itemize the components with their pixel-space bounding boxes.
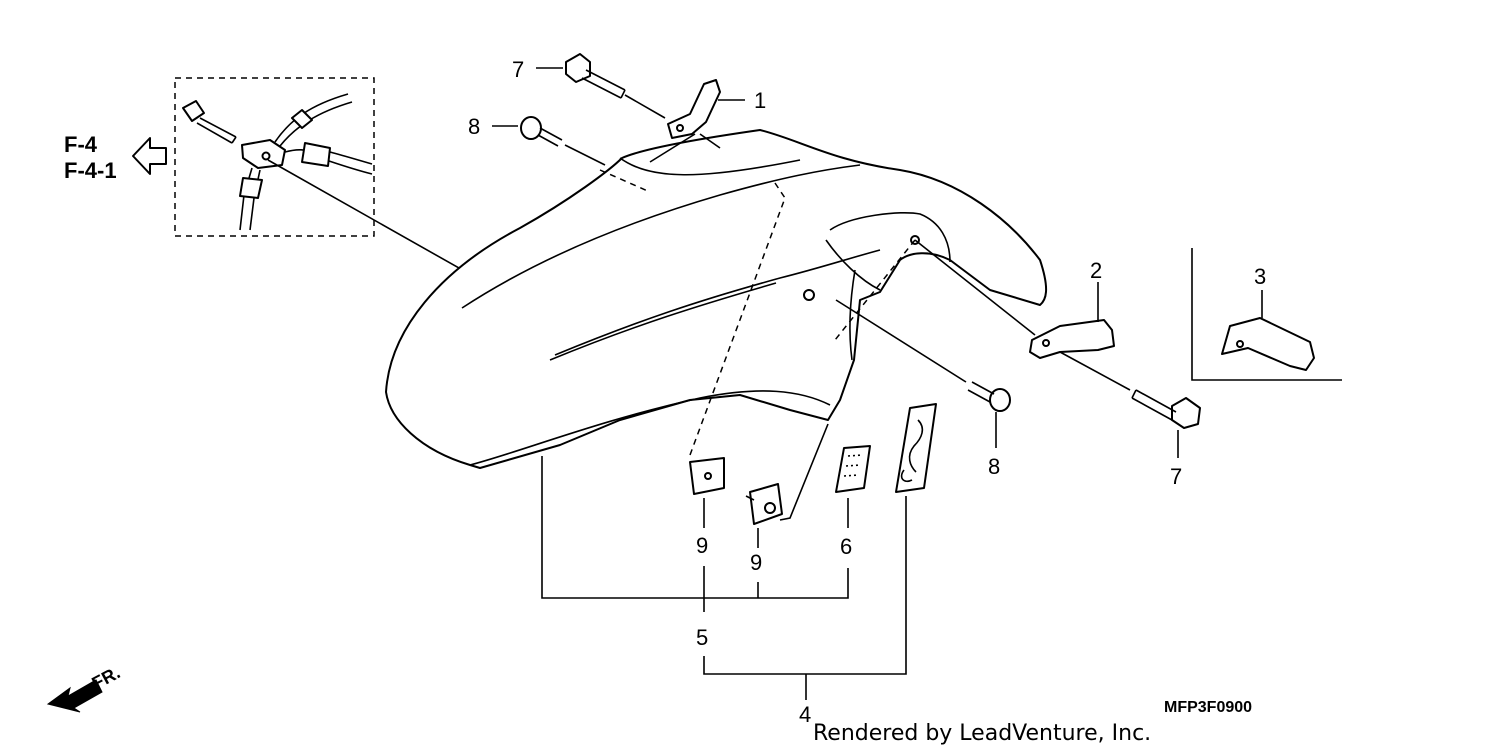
fender-hole-icon	[803, 289, 815, 301]
callout-9-left: 9	[696, 533, 708, 558]
reference-f4-1: F-4-1	[64, 158, 117, 183]
reference-f4: F-4	[64, 132, 98, 157]
reference-arrow-icon	[132, 137, 167, 175]
callout-8-right: 8	[988, 454, 1000, 479]
part-4-decal-icon	[895, 403, 937, 493]
front-direction-arrow-icon	[46, 679, 103, 713]
part-8-bolt-right-icon	[967, 381, 1011, 412]
callout-3: 3	[1254, 264, 1266, 289]
part-7-bolt-right-icon	[1131, 389, 1201, 429]
part-9-nut-right-icon	[749, 483, 783, 525]
callout-1: 1	[754, 88, 766, 113]
part-3-inset-frame	[1191, 248, 1342, 381]
callout-7-right: 7	[1170, 464, 1182, 489]
callout-7-top: 7	[512, 57, 524, 82]
callout-4: 4	[799, 702, 811, 727]
part-8-bolt-top-icon	[520, 116, 563, 147]
credit-text: Rendered by LeadVenture, Inc.	[813, 721, 1151, 746]
callout-6: 6	[840, 534, 852, 559]
hose-clamp-bolt-icon	[182, 100, 237, 144]
callout-5: 5	[696, 625, 708, 650]
part-2-bracket-icon	[1029, 319, 1115, 359]
part-9-nut-left-icon	[689, 457, 725, 495]
brake-hose-icon	[239, 93, 373, 231]
callout-8-top: 8	[468, 114, 480, 139]
part-1-bracket-icon	[667, 79, 721, 139]
callout-9-right: 9	[750, 550, 762, 575]
part-3-bracket-icon	[1221, 317, 1315, 371]
callout-2: 2	[1090, 258, 1102, 283]
part-7-bolt-top-icon	[565, 53, 626, 99]
reference-detail-box	[174, 77, 375, 237]
diagram-code: MFP3F0900	[1164, 699, 1252, 716]
hose-clamp-icon	[241, 139, 286, 169]
front-fender-icon	[385, 122, 1047, 469]
part-6-pad-icon	[835, 445, 871, 493]
